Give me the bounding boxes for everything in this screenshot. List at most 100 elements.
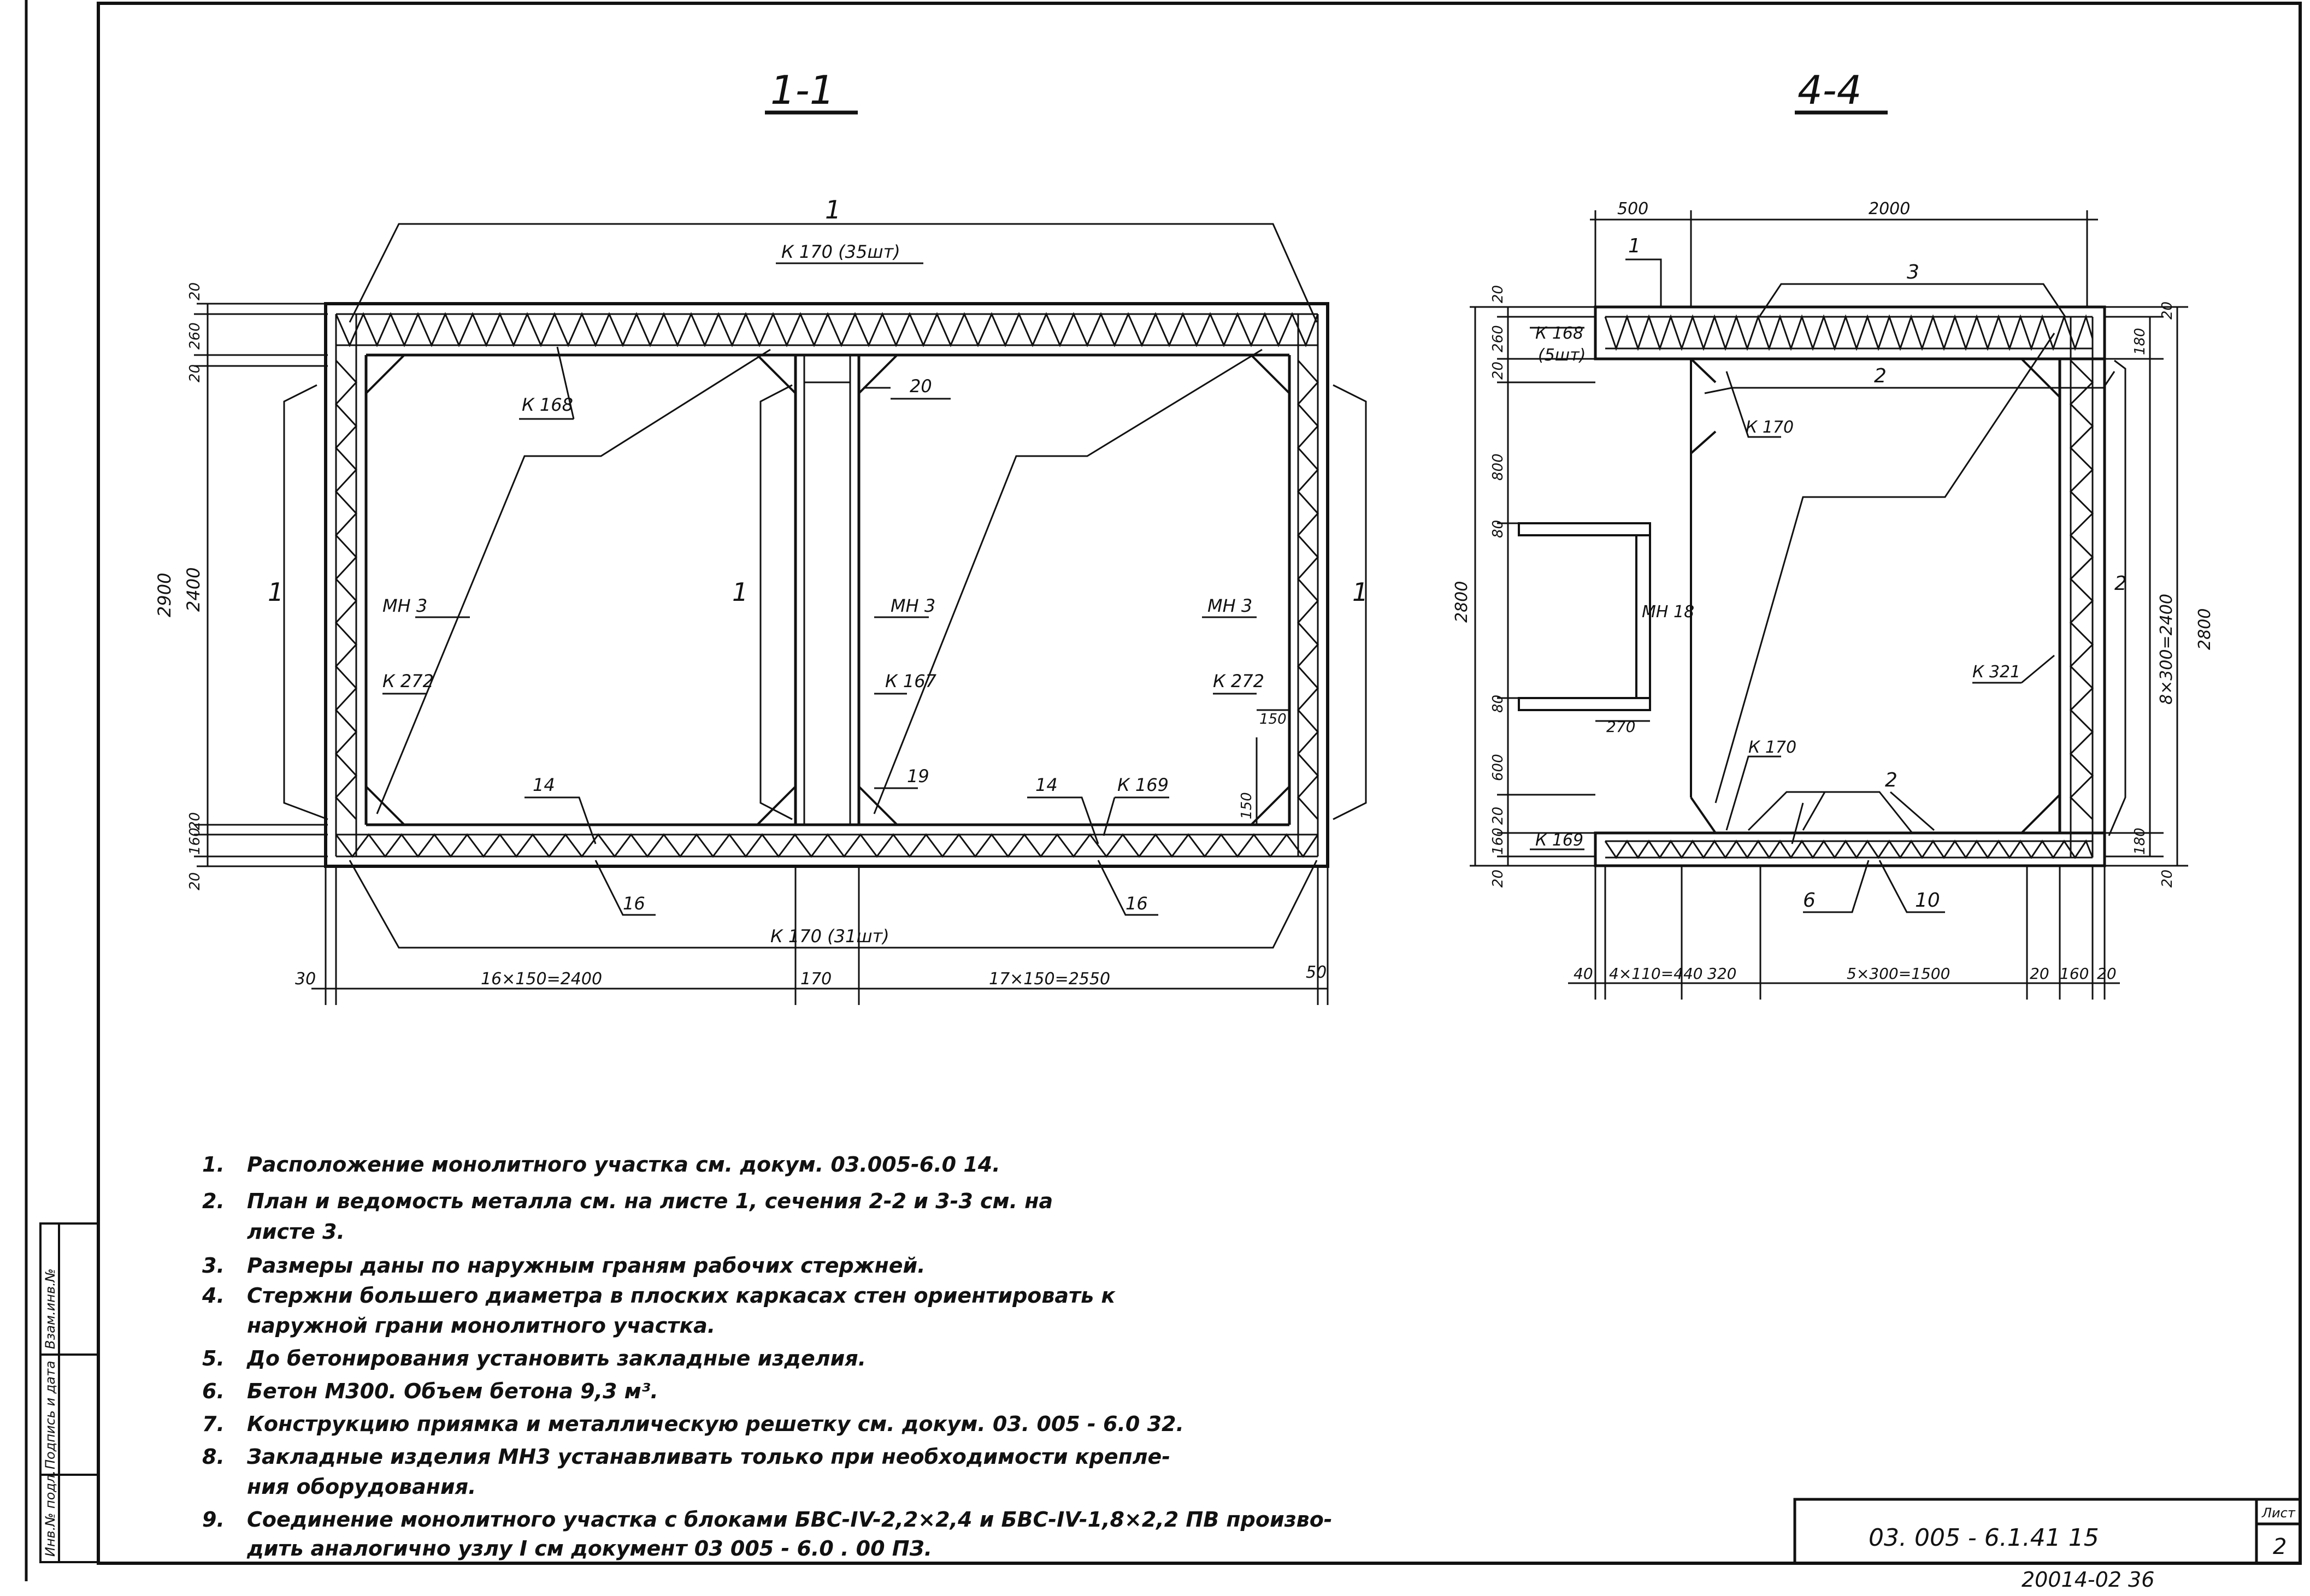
s44-k168-qty: (5шт) [1538, 346, 1586, 365]
s11-leader-1-mid: 1 [732, 577, 748, 607]
note-2-line-2: листе 3. [247, 1220, 345, 1244]
s11-n20: 20 [910, 376, 932, 397]
s11-dim-2400: 2400 [183, 568, 204, 612]
s11-k170-bottom: К 170 (31шт) [770, 926, 889, 947]
s11-n14-right: 14 [1035, 775, 1058, 795]
section-4-4-title: 4-4 [1798, 67, 1862, 113]
s44-dim-80a: 80 [1490, 520, 1506, 538]
s44-n6: 6 [1803, 889, 1816, 912]
note-7-num: 7. [202, 1412, 225, 1436]
side-stamp [39, 1222, 99, 1563]
s11-dim-150a: 150 [1259, 711, 1287, 728]
note-4-num: 4. [202, 1284, 225, 1308]
note-9-line-2: дить аналогично узлу I см документ 03 00… [246, 1536, 932, 1560]
s44-dim-4x110: 4×110=440 [1609, 965, 1703, 983]
side-stamp-inv: Инв.№ подл. [43, 1470, 58, 1557]
s11-leader-1-left: 1 [268, 577, 284, 607]
s11-dim-30: 30 [295, 970, 316, 989]
s44-dim-20b: 20 [1490, 362, 1506, 380]
note-4-line-1: Стержни большего диаметра в плоских карк… [247, 1284, 1116, 1308]
side-stamp-sign: Подпись и дата [43, 1361, 58, 1469]
s11-leader-1-right: 1 [1352, 577, 1368, 607]
note-9-num: 9. [202, 1508, 225, 1532]
note-8-line-2: ния оборудования. [247, 1475, 476, 1499]
s11-n16-left: 16 [623, 893, 645, 914]
note-5-num: 5. [202, 1346, 225, 1370]
s11-dim-50: 50 [1306, 963, 1327, 982]
s44-n2-top: 2 [1874, 365, 1887, 387]
s44-n2-bottom: 2 [1885, 769, 1898, 791]
s44-dim-600: 600 [1490, 754, 1506, 781]
s44-dim-270: 270 [1606, 718, 1635, 736]
section-1-1-dimensions [194, 303, 1329, 1005]
s44-dim-20h: 20 [2097, 965, 2117, 983]
s11-mn3-mid: МН 3 [891, 595, 935, 616]
s44-dim-260: 260 [1490, 325, 1506, 352]
s44-dim-320: 320 [1707, 965, 1736, 983]
s11-dim-260: 260 [187, 322, 203, 350]
s11-k272-left: К 272 [382, 671, 434, 691]
s44-n2-right: 2 [2114, 572, 2127, 595]
note-2-line-1: План и ведомость металла см. на листе 1,… [247, 1189, 1053, 1213]
section-1-1-title: 1-1 [770, 67, 835, 113]
s11-dim-160: 160 [187, 827, 203, 855]
s44-dim-5x300: 5×300=1500 [1847, 965, 1950, 983]
side-stamp-replace: Взам.инв.№ [43, 1268, 58, 1349]
s44-dim-180a: 180 [2132, 328, 2148, 355]
sheet-border [25, 0, 2302, 1581]
s44-n1: 1 [1628, 235, 1641, 257]
s11-dim-17x150: 17×150=2550 [989, 970, 1110, 989]
s11-dim-20a: 20 [187, 282, 203, 300]
s11-n14-left: 14 [533, 775, 555, 795]
s44-k170-top: К 170 [1746, 418, 1794, 437]
s44-dim-20f: 20 [2159, 870, 2176, 888]
s44-dim-80b: 80 [1490, 695, 1506, 713]
s11-leader-1-top: 1 [825, 195, 841, 224]
s44-dim-160: 160 [1490, 827, 1506, 855]
s11-dim-20c: 20 [187, 812, 203, 830]
s11-mn3-right: МН 3 [1207, 595, 1252, 616]
s11-k167: К 167 [885, 671, 937, 691]
s44-dim-2800-right: 2800 [2195, 608, 2214, 650]
s44-k321: К 321 [1972, 663, 2020, 682]
note-1-num: 1. [202, 1152, 225, 1177]
note-1-line-1: Расположение монолитного участка см. док… [247, 1152, 1000, 1177]
title-stamp [1793, 1498, 2302, 1565]
general-notes: 1. Расположение монолитного участка см. … [202, 1152, 1333, 1560]
note-6-line-1: Бетон М300. Объем бетона 9,3 м³. [247, 1379, 658, 1403]
s44-dim-20d: 20 [1490, 870, 1506, 888]
s44-dim-500: 500 [1617, 199, 1648, 218]
s44-mn18: МН 18 [1642, 602, 1694, 622]
s11-dim-20d: 20 [187, 872, 203, 890]
s11-k168: К 168 [522, 394, 573, 415]
note-8-line-1: Закладные изделия МН3 устанавливать толь… [246, 1445, 1170, 1469]
s44-dim-40: 40 [1574, 965, 1593, 983]
section-4-4-leaders [1530, 258, 2126, 913]
section-4-4-frame [1518, 305, 2106, 867]
s44-n3: 3 [1907, 261, 1919, 283]
note-4-line-2: наружной грани монолитного участка. [247, 1314, 715, 1338]
note-7-line-1: Конструкцию приямка и металлическую реше… [247, 1412, 1184, 1436]
s11-mn3-left: МН 3 [382, 595, 427, 616]
stamp-sheet-label: Лист [2261, 1505, 2296, 1521]
s11-dim-20b: 20 [187, 364, 203, 382]
note-8-num: 8. [202, 1445, 225, 1469]
s44-n10: 10 [1915, 889, 1940, 912]
s44-dim-800: 800 [1490, 453, 1506, 481]
section-1-1-frame [324, 302, 1329, 868]
s11-n16-right: 16 [1125, 893, 1148, 914]
note-3-num: 3. [202, 1254, 225, 1278]
s44-dim-160b: 160 [2060, 965, 2089, 983]
s44-k168: К 168 [1535, 324, 1583, 343]
s44-k169: К 169 [1535, 831, 1583, 850]
s11-dim-150b: 150 [1239, 792, 1255, 819]
s44-dim-180b: 180 [2132, 827, 2148, 855]
s11-k169: К 169 [1117, 775, 1169, 795]
s11-dim-16x150: 16×150=2400 [481, 970, 602, 989]
s44-k170-bottom: К 170 [1748, 738, 1796, 757]
stamp-doc-code: 03. 005 - 6.1.41 15 [1869, 1524, 2099, 1552]
s11-dim-170: 170 [800, 970, 832, 989]
note-9-line-1: Соединение монолитного участка с блоками… [247, 1508, 1333, 1532]
s44-dim-2000: 2000 [1869, 199, 1910, 218]
